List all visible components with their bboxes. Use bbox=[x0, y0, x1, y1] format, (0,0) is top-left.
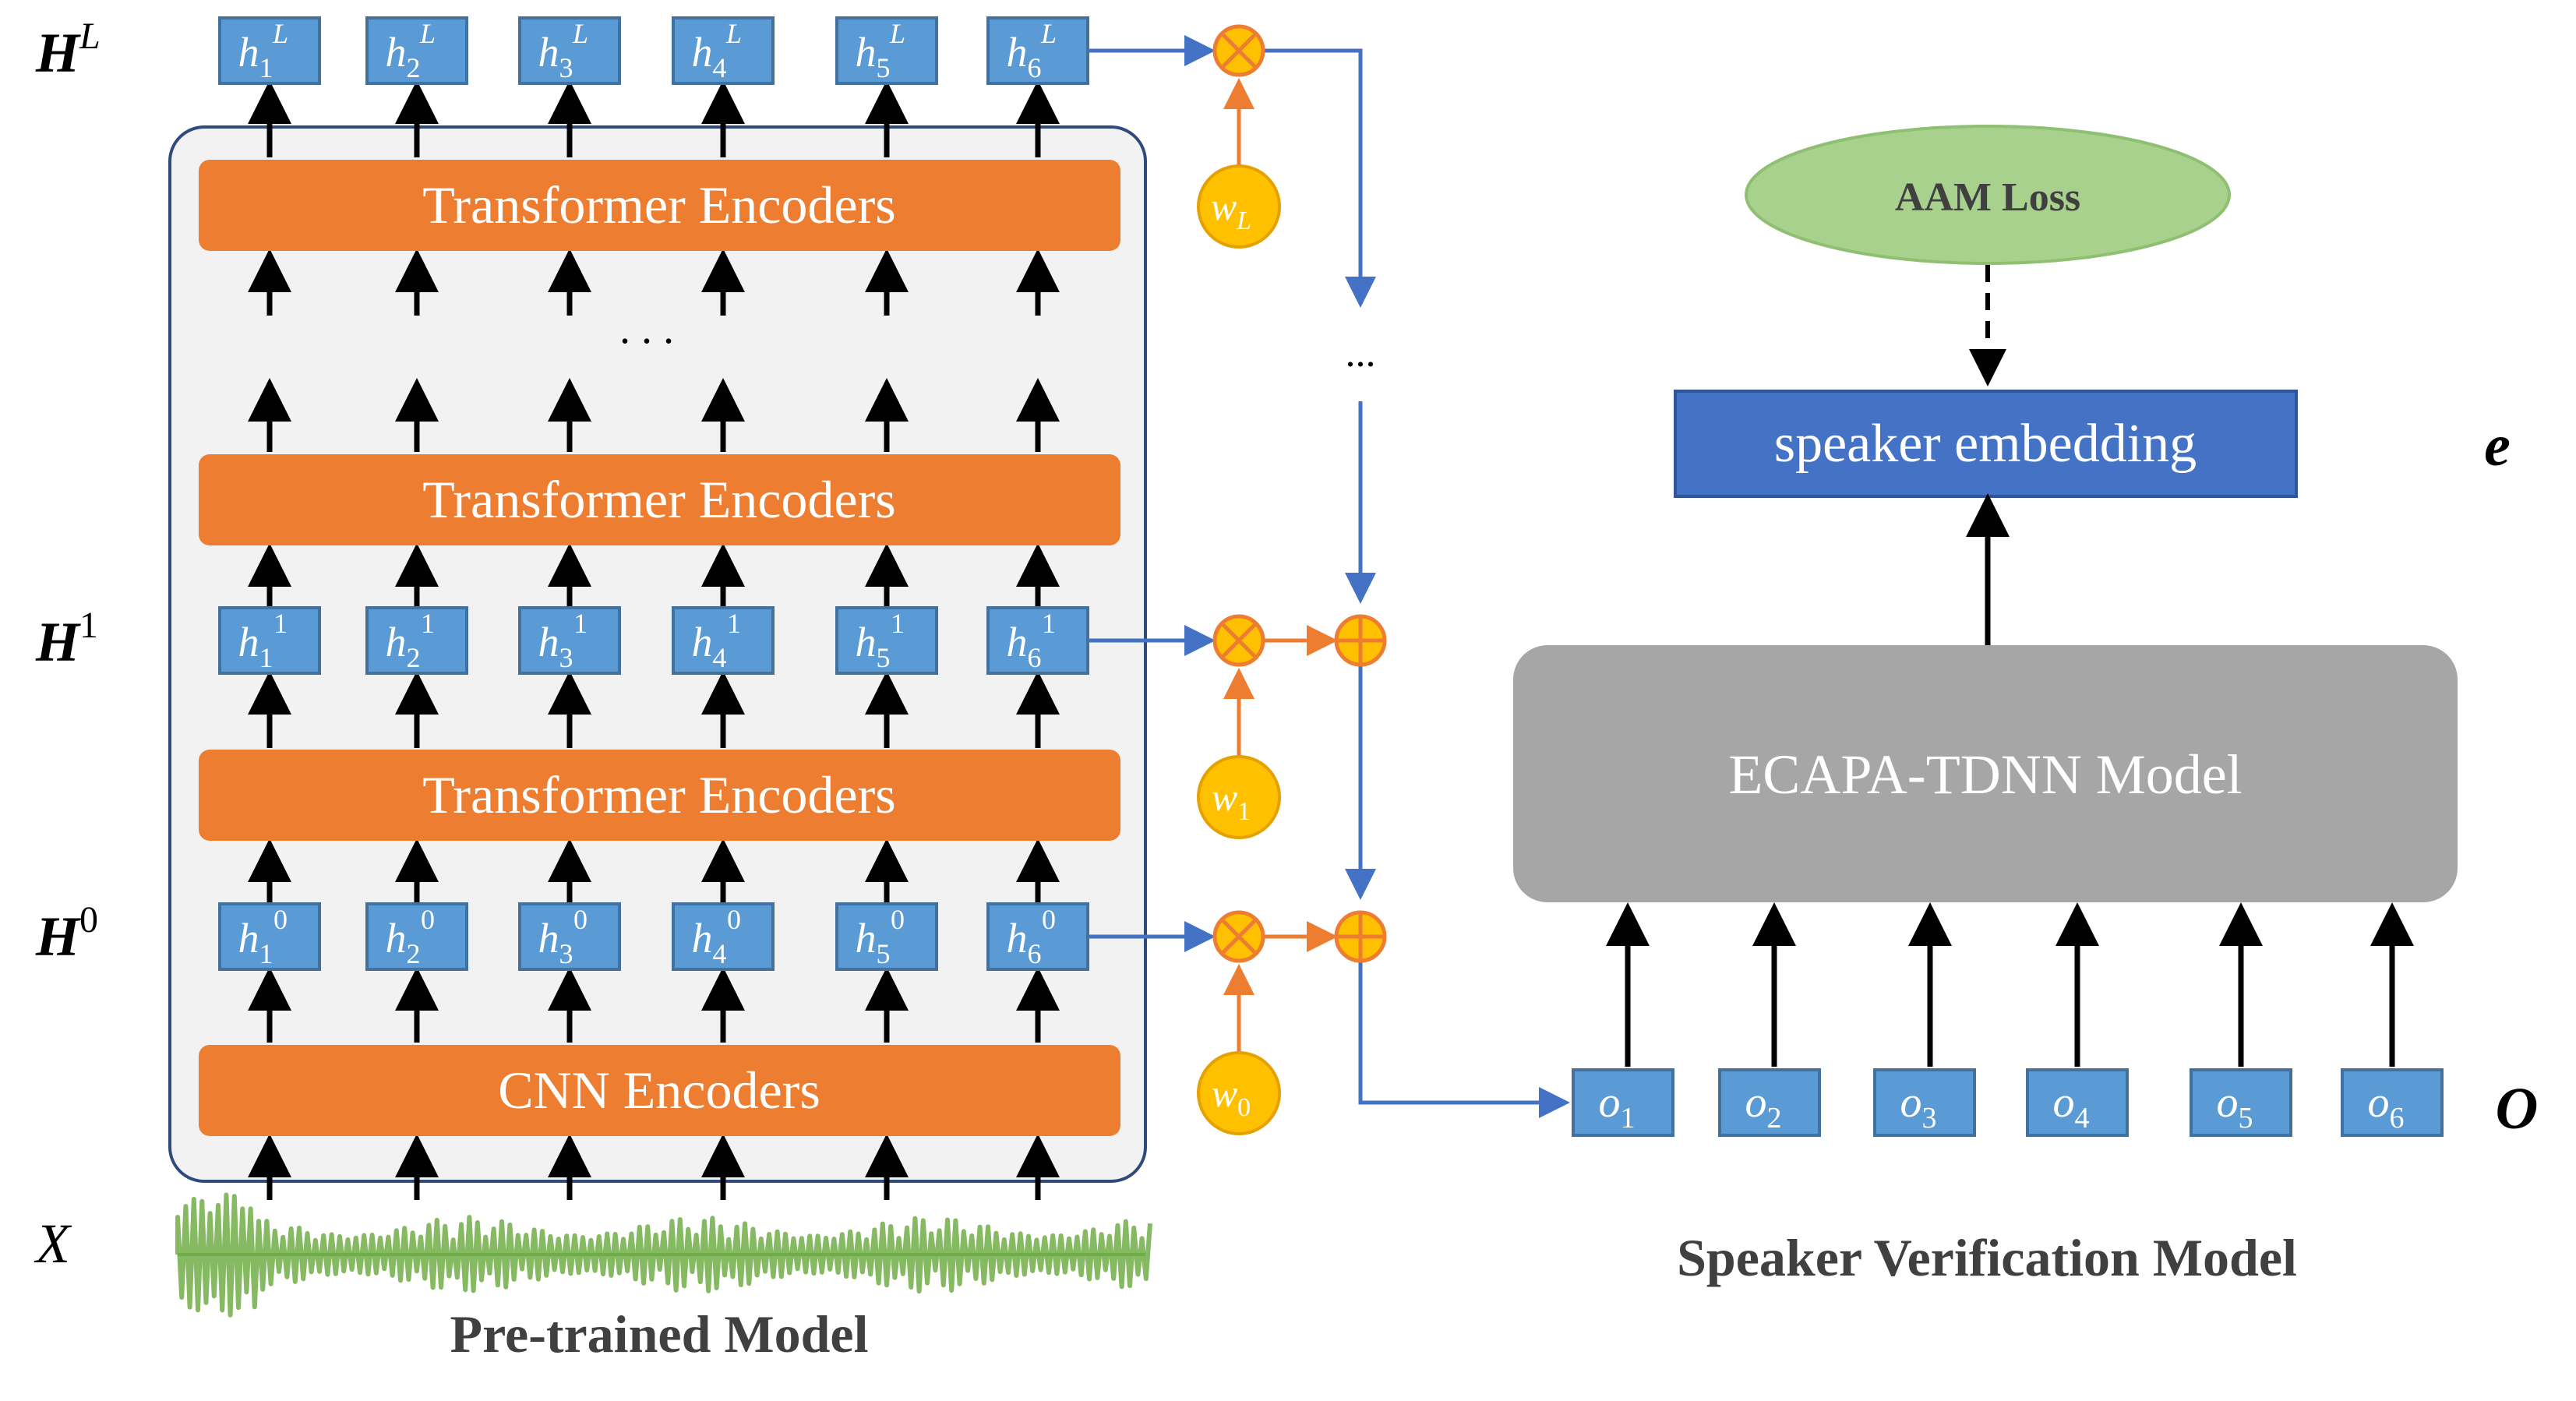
row-label-h1: H1 bbox=[35, 605, 98, 673]
svg-text:h21: h21 bbox=[386, 608, 436, 673]
multiply-circle-icon bbox=[1212, 24, 1265, 77]
svg-text:o6: o6 bbox=[2368, 1078, 2405, 1135]
plus-circle-icon bbox=[1334, 910, 1387, 963]
svg-text:h41: h41 bbox=[692, 608, 742, 673]
svg-text:h30: h30 bbox=[538, 904, 588, 969]
svg-text:w0: w0 bbox=[1212, 1071, 1251, 1122]
cell-o-4: o4 bbox=[2026, 1068, 2129, 1137]
cell-h1-5: h51 bbox=[835, 606, 938, 675]
row-label-x: X bbox=[34, 1212, 72, 1275]
ecapa-tdnn-model bbox=[1513, 645, 2458, 902]
cell-hL-4: h4L bbox=[672, 16, 775, 85]
row-label-h0: H0 bbox=[35, 899, 98, 968]
cell-hL-2: h2L bbox=[365, 16, 468, 85]
svg-text:h50: h50 bbox=[856, 904, 905, 969]
svg-text:w1: w1 bbox=[1212, 775, 1251, 826]
encoder-transformer-low: Transformer Encoders bbox=[199, 750, 1120, 841]
svg-text:h6L: h6L bbox=[1007, 18, 1057, 83]
svg-text:o1: o1 bbox=[1599, 1078, 1636, 1135]
svg-text:h31: h31 bbox=[538, 608, 588, 673]
multiply-circle-icon bbox=[1212, 910, 1265, 963]
cell-h0-3: h30 bbox=[518, 902, 621, 971]
cell-h0-5: h50 bbox=[835, 902, 938, 971]
cell-arrows bbox=[248, 80, 2414, 1200]
svg-text:h11: h11 bbox=[238, 608, 288, 673]
svg-text:o4: o4 bbox=[2053, 1078, 2090, 1135]
svg-text:h2L: h2L bbox=[386, 18, 436, 83]
aam-loss bbox=[1745, 125, 2231, 265]
cell-h0-4: h40 bbox=[672, 902, 775, 971]
side-ellipsis: ... bbox=[1346, 331, 1376, 376]
aam-loss-label: AAM Loss bbox=[1895, 175, 2080, 220]
svg-text:h5L: h5L bbox=[856, 18, 906, 83]
encoder-cnn: CNN Encoders bbox=[199, 1045, 1120, 1136]
cell-h0-1: h10 bbox=[218, 902, 321, 971]
svg-text:h40: h40 bbox=[692, 904, 742, 969]
ecapa-tdnn-label: ECAPA-TDNN Model bbox=[1728, 743, 2242, 806]
svg-text:o3: o3 bbox=[1900, 1078, 1937, 1135]
encoder-transformer-top: Transformer Encoders bbox=[199, 160, 1120, 251]
row-label-hL: HL bbox=[35, 16, 101, 84]
cell-h1-3: h31 bbox=[518, 606, 621, 675]
svg-text:h20: h20 bbox=[386, 904, 436, 969]
weight-w0: w0 bbox=[1197, 1051, 1281, 1135]
layers-ellipsis: . . . bbox=[619, 305, 674, 353]
encoder-transformer-low-label: Transformer Encoders bbox=[422, 765, 895, 824]
weighting-connectors bbox=[1089, 35, 1570, 1118]
svg-text:h60: h60 bbox=[1007, 904, 1057, 969]
cell-o-3: o3 bbox=[1873, 1068, 1976, 1137]
svg-text:h1L: h1L bbox=[238, 18, 289, 83]
speaker-model-title: Speaker Verification Model bbox=[1677, 1228, 2297, 1287]
input-symbol: O bbox=[2496, 1076, 2539, 1142]
svg-text:wL: wL bbox=[1211, 185, 1251, 235]
svg-text:h10: h10 bbox=[238, 904, 288, 969]
multiply-circle-icon bbox=[1212, 614, 1265, 667]
cell-o-2: o2 bbox=[1718, 1068, 1821, 1137]
svg-text:h4L: h4L bbox=[692, 18, 743, 83]
svg-text:h61: h61 bbox=[1007, 608, 1057, 673]
cell-hL-3: h3L bbox=[518, 16, 621, 85]
speaker-embedding bbox=[1674, 390, 2298, 498]
weight-w1: w1 bbox=[1197, 755, 1281, 839]
plus-circle-icon bbox=[1334, 614, 1387, 667]
waveform-icon bbox=[175, 1192, 1152, 1318]
svg-text:h51: h51 bbox=[856, 608, 905, 673]
cell-h1-2: h21 bbox=[365, 606, 468, 675]
cell-hL-6: h6L bbox=[986, 16, 1089, 85]
encoder-cnn-label: CNN Encoders bbox=[498, 1060, 820, 1120]
pretrained-title: Pre-trained Model bbox=[450, 1304, 869, 1364]
encoder-transformer-top-label: Transformer Encoders bbox=[422, 175, 895, 235]
cell-h1-1: h11 bbox=[218, 606, 321, 675]
svg-text:o5: o5 bbox=[2217, 1078, 2253, 1135]
speaker-embedding-label: speaker embedding bbox=[1774, 414, 2197, 474]
cell-o-1: o1 bbox=[1572, 1068, 1674, 1137]
svg-text:o2: o2 bbox=[1745, 1078, 1782, 1135]
cell-h1-4: h41 bbox=[672, 606, 775, 675]
cell-o-6: o6 bbox=[2341, 1068, 2444, 1137]
encoder-transformer-mid-label: Transformer Encoders bbox=[422, 470, 895, 529]
weight-wL: wL bbox=[1197, 164, 1281, 249]
cell-h0-6: h60 bbox=[986, 902, 1089, 971]
svg-text:h3L: h3L bbox=[538, 18, 589, 83]
cell-hL-1: h1L bbox=[218, 16, 321, 85]
encoder-transformer-mid: Transformer Encoders bbox=[199, 454, 1120, 545]
cell-hL-5: h5L bbox=[835, 16, 938, 85]
cell-o-5: o5 bbox=[2190, 1068, 2292, 1137]
cell-h0-2: h20 bbox=[365, 902, 468, 971]
embedding-symbol: e bbox=[2484, 413, 2511, 478]
cells-layer: h1L h2L h3L h4L h5L h6L h11 h21 h31 h41 h51 h61 h10 h… bbox=[218, 16, 2444, 1137]
cell-h1-6: h61 bbox=[986, 606, 1089, 675]
